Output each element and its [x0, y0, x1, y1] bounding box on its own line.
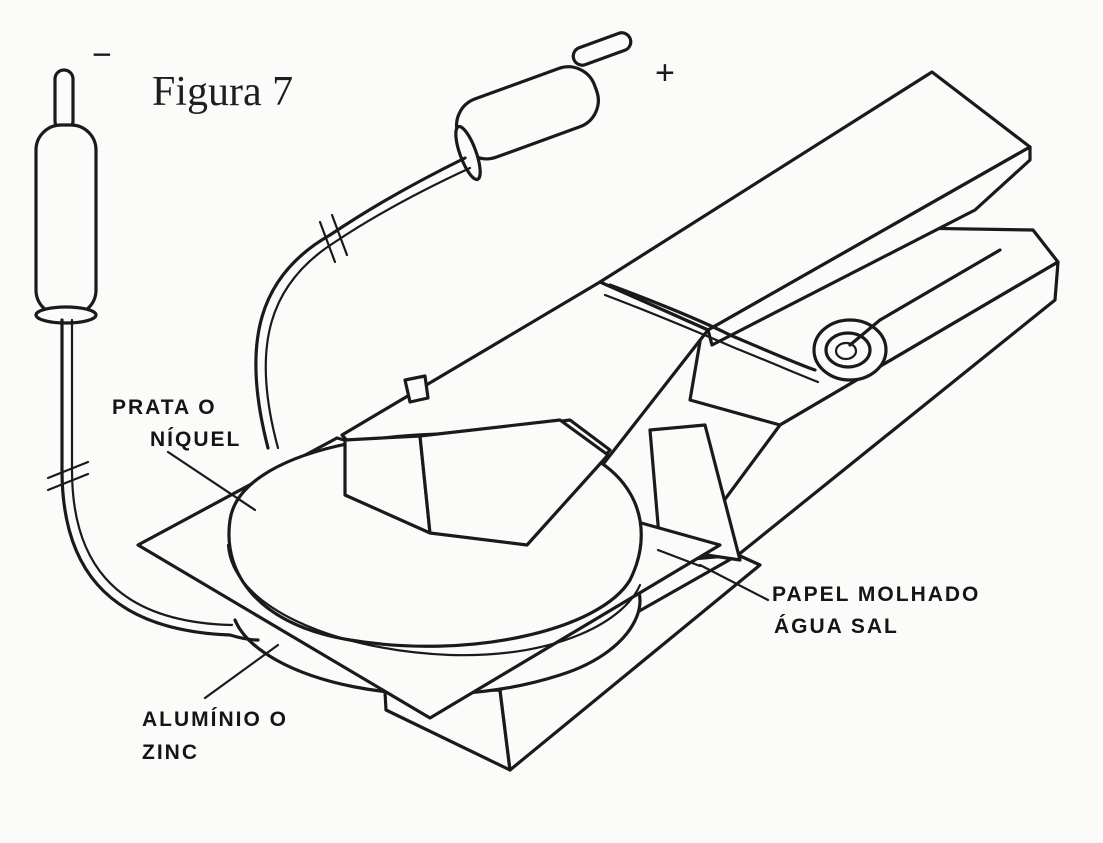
- figure-title: Figura 7: [152, 69, 294, 115]
- label-aluminum-line1: ALUMÍNIO O: [142, 708, 288, 731]
- negative-probe: [34, 68, 260, 642]
- leader-lines: [166, 450, 770, 700]
- label-silver-line1: PRATA O: [112, 396, 217, 419]
- negative-terminal-sign: −: [92, 36, 112, 74]
- label-paper-line1: PAPEL MOLHADO: [772, 583, 981, 606]
- spring-coil: [603, 248, 1002, 384]
- label-paper-line2: ÁGUA SAL: [774, 615, 899, 638]
- positive-probe: [254, 31, 633, 450]
- positive-terminal-sign: +: [655, 54, 675, 92]
- label-aluminum-line2: ZINC: [142, 741, 199, 764]
- silver-disc: [226, 418, 643, 657]
- label-silver-line2: NÍQUEL: [150, 428, 242, 451]
